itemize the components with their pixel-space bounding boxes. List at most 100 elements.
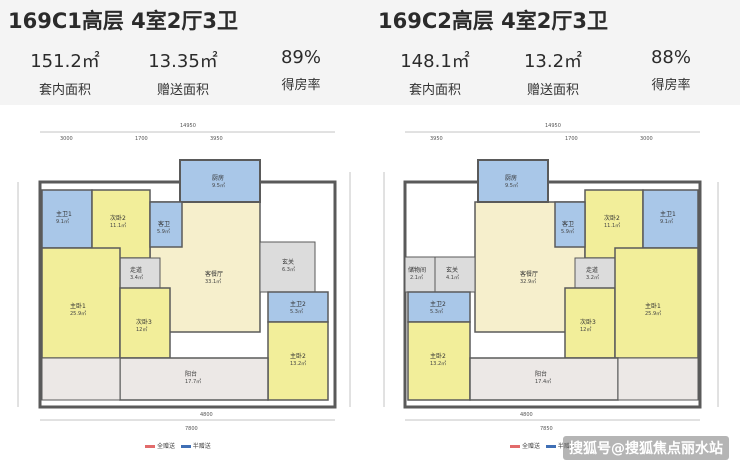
header-background: [0, 0, 370, 105]
room-area: 13.2㎡: [430, 360, 446, 367]
room-label: 主卧2: [290, 352, 306, 360]
room-label: 主卫2: [430, 300, 446, 308]
room-guest-bath: [149, 201, 183, 248]
room-area: 11.1㎡: [110, 222, 126, 229]
room-storage: [404, 256, 436, 293]
room-area: 2.1㎡: [410, 274, 423, 281]
room-label: 次卧2: [110, 214, 126, 222]
legend-half-label: 半赠送: [192, 443, 211, 450]
room-master-bath: [407, 291, 471, 323]
room-label: 客卫: [158, 220, 170, 228]
room-area: 9.1㎡: [660, 218, 673, 225]
room-area: 9.5㎡: [505, 182, 518, 189]
room-master-bath: [267, 291, 329, 323]
room-area: 13.2㎡: [290, 360, 306, 367]
stat-label: 赠送面积: [526, 83, 579, 98]
room-master-bedroom: [614, 247, 699, 359]
dim-label: 4800: [520, 412, 533, 418]
room-area: 5.3㎡: [290, 308, 303, 315]
dim-total: 14950: [545, 123, 561, 129]
room-label: 厨房: [505, 174, 517, 182]
room-label: 阳台: [185, 370, 197, 378]
stat-value: 148.1㎡: [400, 51, 470, 72]
room-area: 3.4㎡: [130, 274, 143, 281]
room-area: 9.5㎡: [212, 182, 225, 189]
room-master-bath: [41, 189, 93, 249]
dim-label: 4800: [200, 412, 213, 418]
room-area: 5.3㎡: [430, 308, 443, 315]
room-label: 玄关: [282, 258, 294, 266]
dim-label: 3950: [210, 136, 223, 142]
dim-label: 3950: [430, 136, 443, 142]
stat-value: 13.2㎡: [523, 51, 583, 72]
stat-interior-area: 151.2㎡ 套内面积: [10, 47, 120, 98]
dim-bottom: 7850: [540, 426, 553, 432]
room-label: 厨房: [212, 174, 224, 182]
room-area: 12㎡: [580, 326, 591, 333]
room-label: 次卧3: [136, 318, 152, 326]
dim-label: 3000: [640, 136, 653, 142]
room-balcony: [469, 357, 619, 401]
room-master-bedroom: [267, 321, 329, 401]
room-kitchen: [477, 159, 549, 203]
room-entry: [434, 256, 476, 293]
stat-value: 88%: [650, 47, 691, 68]
room-balcony-extension: [617, 357, 699, 401]
room-label: 走道: [130, 266, 142, 274]
stat-label: 套内面积: [38, 83, 91, 98]
stat-label: 得房率: [281, 78, 321, 93]
room-area: 25.9㎡: [70, 310, 86, 317]
room-area: 32.9㎡: [520, 278, 536, 285]
room-bedroom: [584, 189, 644, 259]
room-entry: [259, 241, 316, 293]
room-area: 12㎡: [136, 326, 147, 333]
legend-full-label: 全赠送: [157, 443, 176, 450]
room-label: 次卧2: [604, 214, 620, 222]
dim-label: 3000: [60, 136, 73, 142]
stat-label: 得房率: [651, 78, 691, 93]
room-label: 玄关: [446, 266, 458, 274]
room-area: 5.9㎡: [157, 228, 170, 235]
room-area: 17.7㎡: [185, 378, 201, 385]
dim-label: 1700: [135, 136, 148, 142]
room-label: 主卫1: [56, 210, 72, 218]
floorplan-panel-c1: 169C1高层 4室2厅3卫 151.2㎡ 套内面积 13.35㎡ 赠送面积 8…: [0, 0, 370, 450]
room-label: 主卫1: [660, 210, 676, 218]
room-bedroom: [564, 287, 616, 359]
room-bedroom: [119, 287, 171, 359]
dim-total: 14950: [180, 123, 196, 129]
room-balcony-extension: [41, 357, 121, 401]
room-label: 客餐厅: [205, 270, 223, 278]
room-area: 6.3㎡: [282, 266, 295, 273]
source-watermark: 搜狐号@搜狐焦点丽水站: [563, 436, 729, 460]
room-area: 3.2㎡: [586, 274, 599, 281]
room-label: 客餐厅: [520, 270, 538, 278]
room-hall: [119, 257, 161, 289]
room-label: 阳台: [535, 370, 547, 378]
stat-label: 赠送面积: [156, 83, 209, 98]
dim-bottom: 7800: [185, 426, 198, 432]
room-area: 4.1㎡: [446, 274, 459, 281]
legend-swatch-full: [145, 445, 155, 448]
room-area: 25.9㎡: [645, 310, 661, 317]
room-balcony: [119, 357, 269, 401]
stat-interior-area: 148.1㎡ 套内面积: [380, 47, 490, 98]
plan-title: 169C1高层 4室2厅3卫: [8, 9, 239, 33]
stat-bonus-area: 13.2㎡ 赠送面积: [498, 47, 608, 98]
legend-full-label: 全赠送: [522, 443, 541, 450]
room-label: 走道: [586, 266, 598, 274]
stat-value: 13.35㎡: [148, 51, 218, 72]
floorplan-panel-c2: 169C2高层 4室2厅3卫 148.1㎡ 套内面积 13.2㎡ 赠送面积 88…: [370, 0, 740, 462]
room-label: 主卫2: [290, 300, 306, 308]
stat-efficiency: 88% 得房率: [616, 47, 726, 93]
room-area: 17.4㎡: [535, 378, 551, 385]
room-master-bedroom: [407, 321, 471, 401]
room-area: 11.1㎡: [604, 222, 620, 229]
plan-title: 169C2高层 4室2厅3卫: [378, 9, 609, 33]
stat-bonus-area: 13.35㎡ 赠送面积: [128, 47, 238, 98]
room-label: 储物间: [408, 266, 426, 274]
dim-label: 1700: [565, 136, 578, 142]
room-guest-bath: [554, 201, 586, 248]
room-label: 客卫: [562, 220, 574, 228]
stat-value: 151.2㎡: [30, 51, 100, 72]
